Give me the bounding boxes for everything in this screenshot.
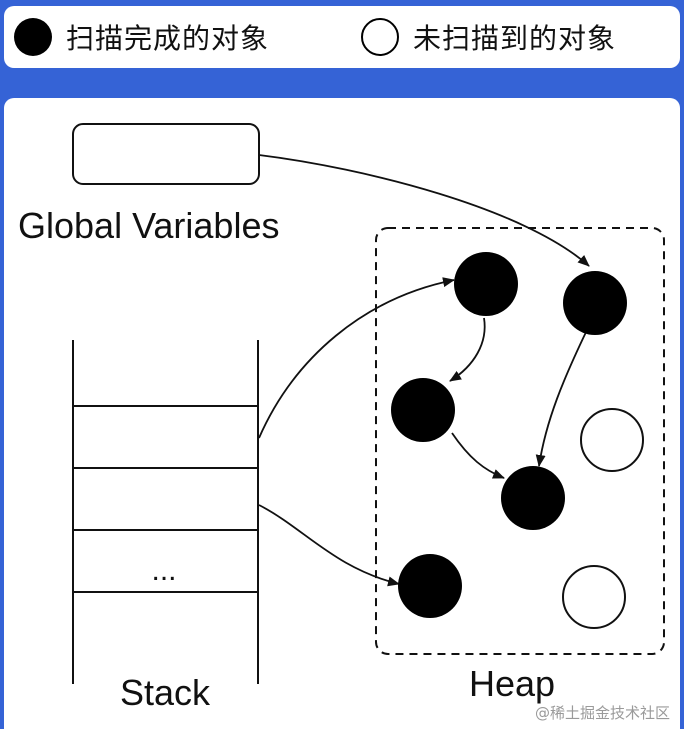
watermark: @稀土掘金技术社区	[534, 704, 670, 722]
reference-arrow-object-to-object	[451, 432, 505, 479]
heap-object-unscanned	[580, 408, 644, 472]
legend-label-unscanned: 未扫描到的对象	[413, 22, 617, 55]
legend-label-scanned: 扫描完成的对象	[66, 22, 270, 55]
heap-object-scanned	[391, 378, 455, 442]
stack: ...	[72, 340, 259, 684]
filled-circle-icon	[14, 18, 52, 56]
diagram-panel: Global Variables ... Stack Heap	[4, 98, 680, 729]
heap-object-scanned	[398, 554, 462, 618]
legend-item-scanned: 扫描完成的对象	[14, 6, 269, 68]
heap-object-scanned	[454, 252, 518, 316]
heap-object-unscanned	[562, 565, 626, 629]
heap-object-scanned	[563, 271, 627, 335]
legend-item-unscanned: 未扫描到的对象	[361, 6, 616, 68]
reference-arrow-global-to-object	[258, 154, 590, 267]
gc-diagram: Global Variables ... Stack Heap	[18, 123, 665, 713]
reference-arrow-stack-to-object	[258, 277, 455, 439]
heap-region	[375, 227, 665, 655]
reference-arrow-object-to-object	[449, 317, 486, 382]
hollow-circle-icon	[361, 18, 399, 56]
global-variables-box	[72, 123, 260, 185]
legend-panel: 扫描完成的对象 未扫描到的对象	[4, 6, 680, 68]
global-variables-label: Global Variables	[18, 205, 279, 246]
stack-label: Stack	[120, 672, 211, 713]
reference-arrow-stack-to-object	[258, 504, 400, 587]
heap-label: Heap	[469, 663, 555, 704]
stack-ellipsis: ...	[151, 554, 176, 587]
reference-arrow-object-to-object	[535, 329, 588, 467]
heap-object-scanned	[501, 466, 565, 530]
